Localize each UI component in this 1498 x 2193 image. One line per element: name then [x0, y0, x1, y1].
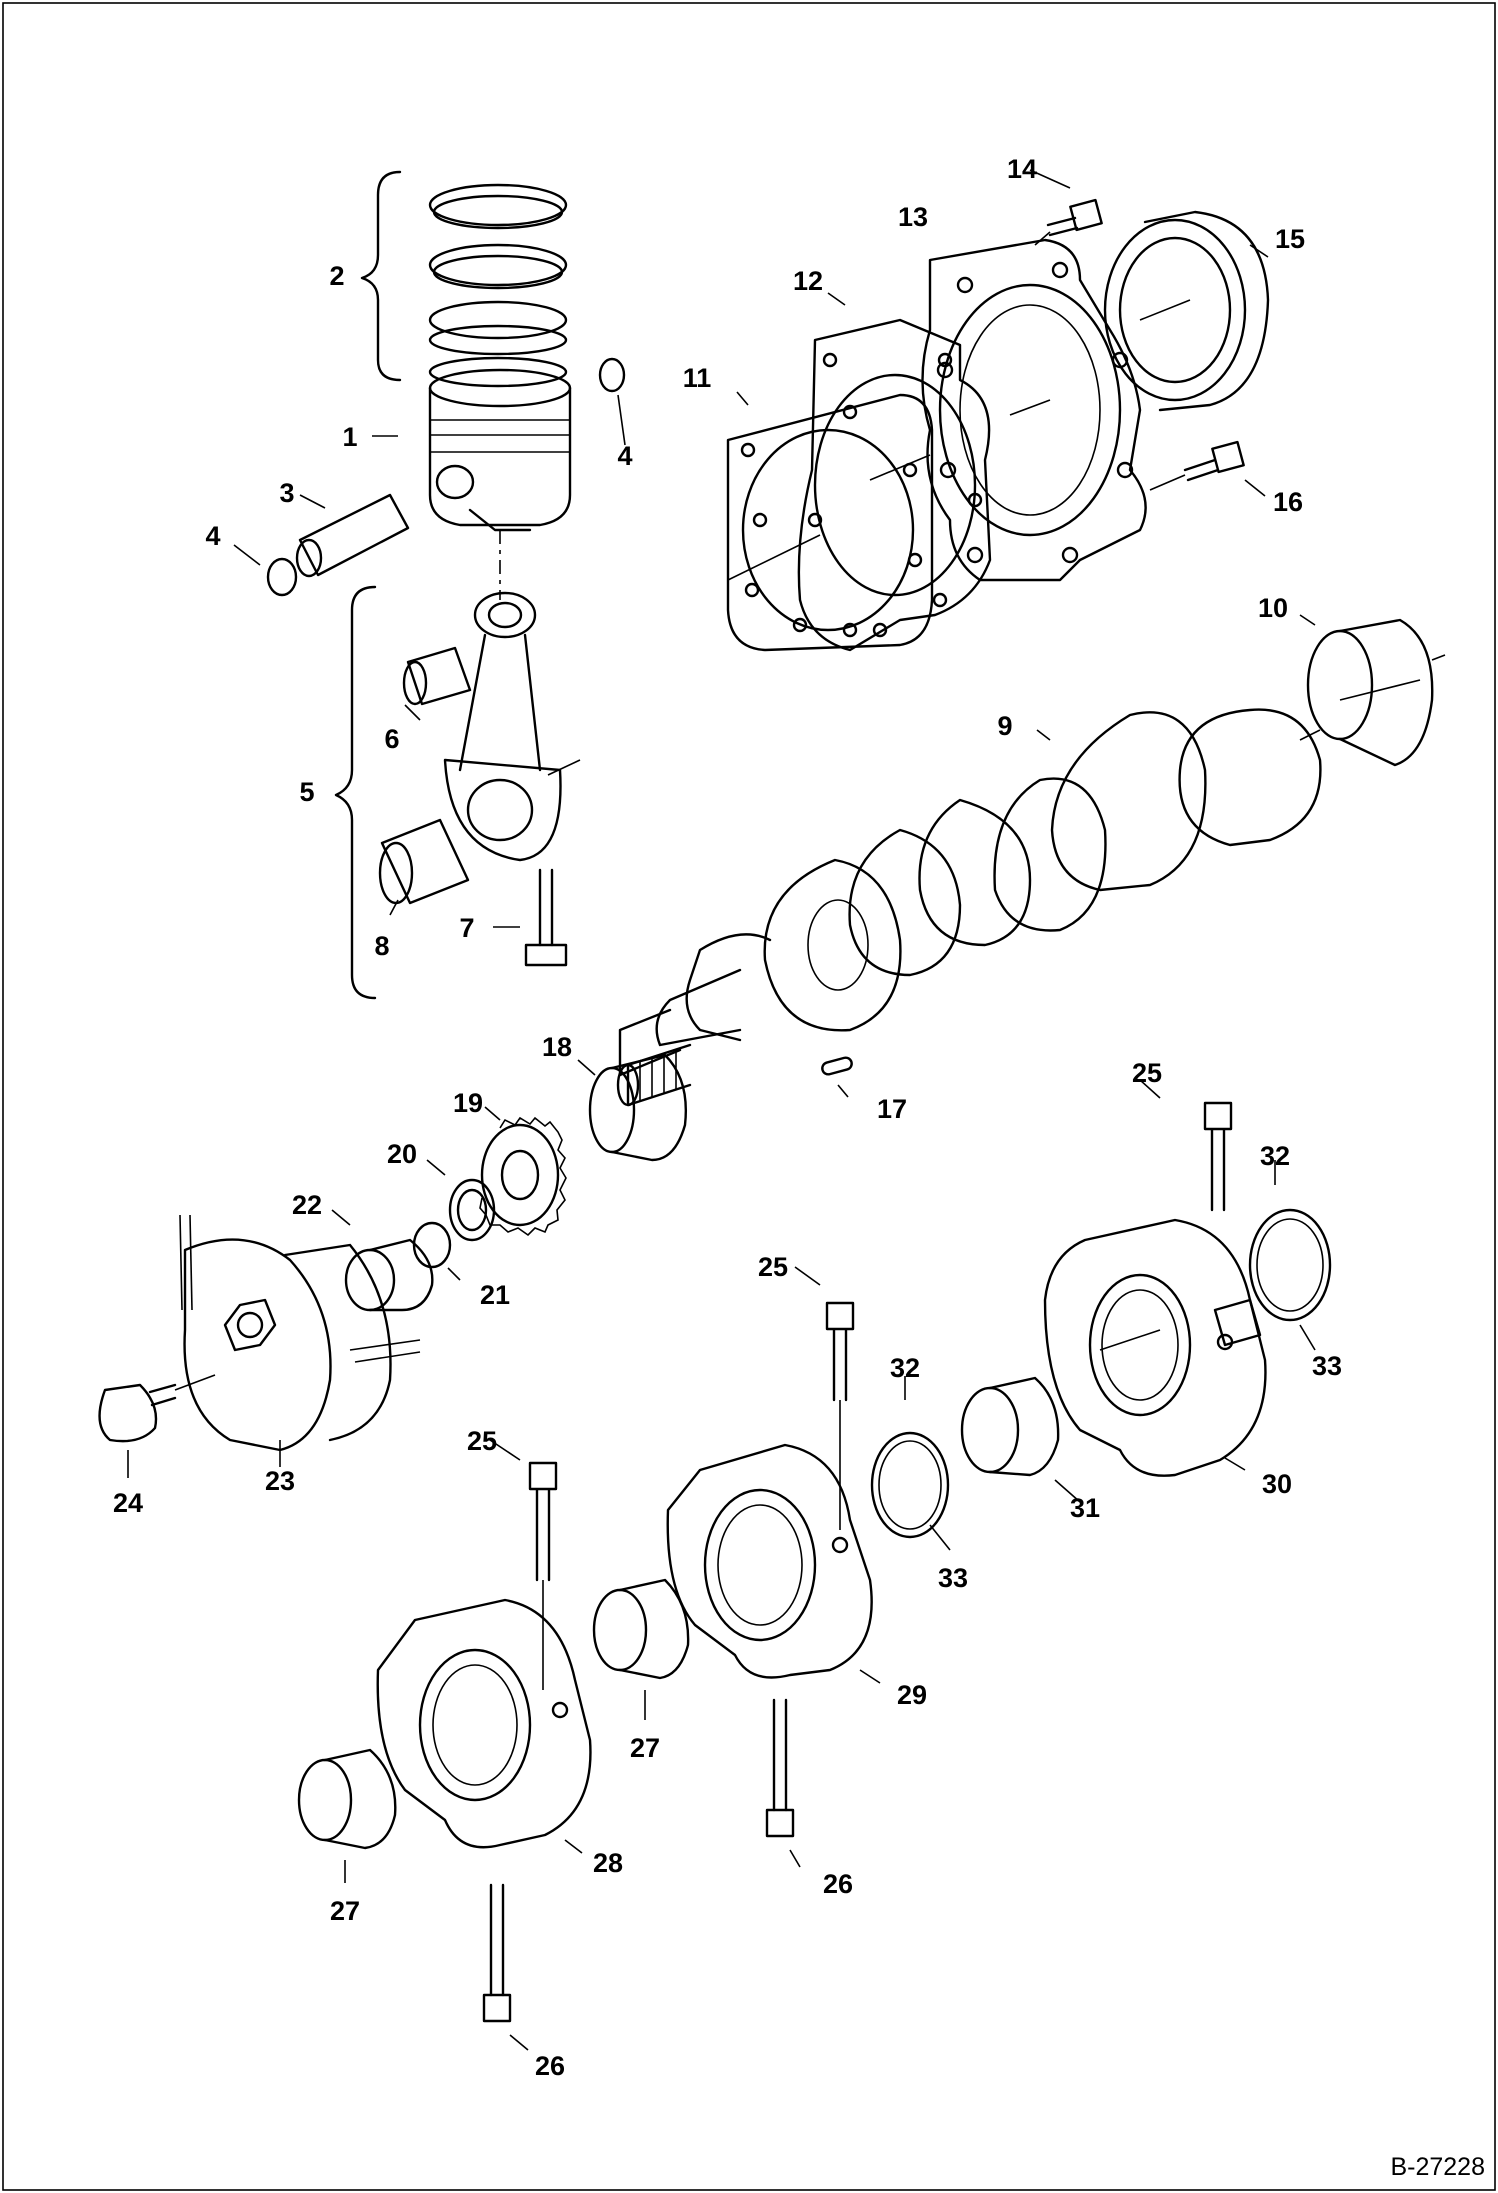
flywheel-housing-illustration	[921, 238, 1147, 582]
main-bearing-front-illustration	[297, 1748, 397, 1850]
callout-25-rear: 25	[1132, 1058, 1162, 1088]
callout-19: 19	[453, 1088, 483, 1118]
crankshaft-bushing-illustration	[1306, 618, 1446, 767]
callout-31: 31	[1070, 1493, 1100, 1523]
callout-4-right: 4	[617, 441, 632, 471]
woodruff-key-illustration	[821, 1056, 853, 1076]
callout-33-rear: 33	[1312, 1351, 1342, 1381]
callout-4-left: 4	[205, 521, 220, 551]
callout-21: 21	[480, 1280, 510, 1310]
crankshaft-illustration	[618, 708, 1322, 1077]
callout-13: 13	[898, 202, 928, 232]
callout-3: 3	[279, 478, 294, 508]
housing-top-bolt-center-illustration	[825, 1301, 855, 1530]
o-ring-illustration	[412, 1221, 452, 1269]
callout-12: 12	[793, 266, 823, 296]
callout-5: 5	[299, 777, 314, 807]
crankshaft-pulley-illustration	[179, 1214, 421, 1452]
housing-bolt-right-illustration	[1149, 440, 1245, 491]
rod-assembly-brace	[334, 585, 377, 1000]
callout-10: 10	[1258, 593, 1288, 623]
callout-27-front: 27	[330, 1896, 360, 1926]
big-end-bearing-illustration	[378, 818, 470, 905]
callout-11: 11	[683, 363, 712, 393]
callout-18: 18	[542, 1032, 572, 1062]
callout-15: 15	[1275, 224, 1305, 254]
piston-pin-illustration	[295, 493, 410, 578]
callout-32-rear: 32	[1260, 1141, 1290, 1171]
main-bearing-housing-front-illustration	[376, 1598, 592, 1849]
reference-code: B-27228	[1390, 2153, 1485, 2181]
callout-7: 7	[459, 913, 474, 943]
main-bearing-center-illustration	[592, 1578, 690, 1680]
housing-bottom-bolt-center-illustration	[765, 1698, 795, 1838]
callout-32-center: 32	[890, 1353, 920, 1383]
callout-1: 1	[342, 422, 357, 452]
callout-29: 29	[897, 1680, 927, 1710]
callout-14: 14	[1007, 154, 1037, 184]
callout-6: 6	[384, 724, 399, 754]
connecting-rod-illustration	[443, 591, 581, 862]
main-bearing-housing-rear-illustration	[1043, 1218, 1267, 1477]
front-bushing-illustration	[588, 1053, 687, 1162]
housing-top-bolt-rear-illustration	[1203, 1101, 1233, 1212]
rear-seal-illustration	[1103, 210, 1270, 412]
rod-bolt-illustration	[524, 868, 568, 967]
snap-ring-right-illustration	[598, 357, 626, 393]
pulley-bolt-illustration	[98, 1374, 216, 1443]
piston-illustration	[428, 368, 572, 532]
callout-25-center: 25	[758, 1252, 788, 1282]
callout-9: 9	[997, 711, 1012, 741]
callout-25-front: 25	[467, 1426, 497, 1456]
callout-33-center: 33	[938, 1563, 968, 1593]
main-bearing-housing-center-illustration	[666, 1443, 873, 1679]
crankshaft-gear-illustration	[479, 1116, 567, 1237]
callout-30: 30	[1262, 1469, 1292, 1499]
thrust-washer-rear-illustration	[1248, 1208, 1332, 1322]
callout-26-center: 26	[823, 1869, 853, 1899]
housing-bolt-top-illustration	[1034, 198, 1103, 246]
callout-labels: 1 2 3 4 4 5 6 7 8 9 10 11 12 13 14 15 16…	[113, 154, 1342, 2081]
leader-lines	[127, 169, 1316, 2051]
housing-bottom-bolt-front-illustration	[482, 1883, 512, 2023]
callout-26-front: 26	[535, 2051, 565, 2081]
callout-8: 8	[374, 931, 389, 961]
snap-ring-left-illustration	[266, 557, 298, 597]
housing-top-bolt-front-illustration	[528, 1461, 558, 1690]
gasket-illustration	[726, 393, 934, 652]
spacer-collar-illustration	[344, 1238, 434, 1312]
callout-23: 23	[265, 1466, 295, 1496]
callout-27-center: 27	[630, 1733, 660, 1763]
callout-16: 16	[1273, 487, 1303, 517]
callout-22: 22	[292, 1190, 322, 1220]
callout-28: 28	[593, 1848, 623, 1878]
thrust-washer-illustration	[448, 1178, 496, 1242]
callout-20: 20	[387, 1139, 417, 1169]
small-end-bushing-illustration	[402, 646, 472, 706]
callout-24: 24	[113, 1488, 143, 1518]
piston-rings-illustration	[428, 183, 568, 388]
rings-brace	[360, 170, 402, 382]
callout-2: 2	[329, 261, 344, 291]
thrust-washer-center-illustration	[870, 1431, 950, 1539]
callout-17: 17	[877, 1094, 907, 1124]
adapter-plate-illustration	[797, 318, 992, 652]
main-bearing-rear-illustration	[960, 1376, 1060, 1477]
